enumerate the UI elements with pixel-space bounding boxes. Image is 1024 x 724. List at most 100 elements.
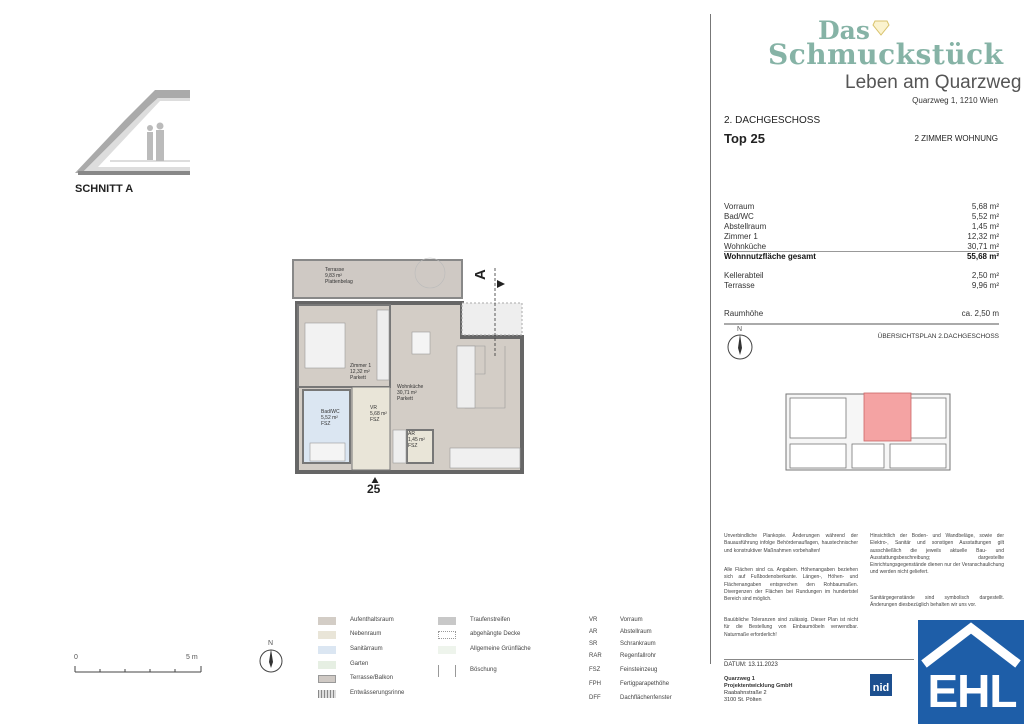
text-label: AR <box>408 431 415 437</box>
area-row: Abstellraum 1,45 m² <box>724 222 999 231</box>
text-label: Dachflächenfenster <box>620 695 672 701</box>
text-label: Wohnnutzfläche gesamt <box>724 252 816 261</box>
text-label: 5,52 m² <box>321 414 338 421</box>
room-vr <box>351 386 391 471</box>
legend-swatch <box>438 617 456 625</box>
scale-start: 0 <box>74 654 78 661</box>
text-label: 12,32 m² <box>967 232 999 241</box>
text-label: Vorraum <box>620 617 643 623</box>
area-row: Wohnküche 30,71 m² <box>724 242 999 251</box>
text-label: 55,68 m² <box>966 252 999 261</box>
logo-tagline: Leben am Quarzweg <box>845 72 1022 93</box>
area-total: Wohnnutzfläche gesamt 55,68 m² <box>724 251 999 261</box>
text-label: Böschung <box>470 667 497 673</box>
north-arrow-icon <box>727 334 753 360</box>
text-label: FPH <box>589 681 601 687</box>
section-marker: A <box>472 269 489 280</box>
text-label: Fertigparapethöhe <box>620 681 670 687</box>
text-label: Bad/WC <box>321 409 340 415</box>
divider <box>724 323 999 325</box>
disclaimer-text: Sanitärgegenstände sind symbolisch darge… <box>870 595 1004 609</box>
legend-swatch <box>318 661 336 669</box>
disclaimer-text: Unverbindliche Plankopie. Änderungen wäh… <box>724 533 858 554</box>
room-ar <box>406 429 434 464</box>
text-label: Abstellraum <box>620 629 652 635</box>
logo-das: Das <box>818 16 870 45</box>
unit-type: 2 ZIMMER WOHNUNG <box>914 134 998 143</box>
text-label: Entwässerungsrinne <box>350 690 405 696</box>
text-label: Terrasse/Balkon <box>350 675 394 681</box>
text-label: VR <box>370 405 377 411</box>
legend-swatch <box>438 646 456 654</box>
text-label: Plattenbelag <box>325 278 353 285</box>
text-label: 5,68 m² <box>370 410 387 417</box>
section-label: SCHNITT A <box>75 183 134 195</box>
legend-swatch <box>318 675 336 683</box>
legend-swatch <box>438 665 456 677</box>
floor-plan: A <box>292 257 524 483</box>
text-label: Raabahnstraße 2 <box>724 690 767 697</box>
text-label: Wohnküche <box>397 384 424 390</box>
date: DATUM: 13.11.2023 <box>724 662 778 668</box>
north-label: N <box>737 326 743 333</box>
text-label: Regenfallrohr <box>620 653 657 659</box>
text-label: 2,50 m² <box>971 271 999 280</box>
area-row: Kellerabteil 2,50 m² <box>724 271 999 280</box>
sofa-icon <box>456 345 476 409</box>
divider <box>710 14 711 664</box>
text-label: 5,68 m² <box>971 202 999 211</box>
text-label: Abstellraum <box>724 222 767 231</box>
text-label: RAR <box>589 653 602 659</box>
text-label: 9,83 m² <box>325 272 342 279</box>
text-label: Quarzweg 1 <box>724 676 755 682</box>
text-label: Parkett <box>350 374 366 381</box>
overview-plan <box>785 392 951 471</box>
text-label: Feinsteinzeug <box>620 667 658 673</box>
text-label: 12,32 m² <box>350 368 370 375</box>
nid-logo: nid <box>870 674 892 696</box>
unit-number: 25 <box>367 482 381 496</box>
section-a-drawing <box>75 90 190 175</box>
text-label: Nebenraum <box>350 631 382 637</box>
north-label: N <box>268 640 274 647</box>
text-label: Schrankraum <box>620 641 656 647</box>
text-label: 30,71 m² <box>967 242 999 251</box>
overview-label: ÜBERSICHTSPLAN 2.DACHGESCHOSS <box>877 333 999 340</box>
ehl-logo: EHL <box>918 620 1024 724</box>
text-label: Traufenstreifen <box>470 617 511 623</box>
people-icon <box>147 122 164 161</box>
company-info: Quarzweg 1 Projektentwicklung GmbH Raaba… <box>724 676 792 705</box>
text-label: 30,71 m² <box>397 389 417 396</box>
text-label: ca. 2,50 m <box>961 309 999 318</box>
unit-title: Top 25 <box>724 131 765 146</box>
text-label: Kellerabteil <box>724 271 764 280</box>
table-umbrella-icon <box>414 257 446 289</box>
text-label: 1,45 m² <box>971 222 999 231</box>
text-label: 5,52 m² <box>971 212 999 221</box>
floor-label: 2. DACHGESCHOSS <box>724 115 821 126</box>
text-label: Projektentwicklung GmbH <box>724 683 793 690</box>
text-label: Terrasse <box>325 267 345 273</box>
text-label: Garten <box>350 661 369 667</box>
disclaimer-text: Alle Flächen sind ca. Angaben. Höhenanga… <box>724 567 858 602</box>
text-label: AR <box>589 629 598 635</box>
text-label: Bad/WC <box>724 212 754 221</box>
disclaimer-text: Bauübliche Toleranzen sind zulässig. Die… <box>724 617 858 638</box>
scale-end: 5 m <box>186 654 198 661</box>
text-label: Terrasse <box>724 281 755 290</box>
legend-swatch <box>318 690 336 698</box>
legend-swatch <box>318 646 336 654</box>
kitchen-icon <box>449 447 521 469</box>
diamond-icon <box>872 20 890 36</box>
text-label: FSZ <box>321 420 331 427</box>
text-label: Aufenthaltsraum <box>350 617 394 623</box>
text-label: Wohnküche <box>724 242 767 251</box>
disclaimer-text: Hinsichtlich der Boden- und Wandbeläge, … <box>870 533 1004 576</box>
